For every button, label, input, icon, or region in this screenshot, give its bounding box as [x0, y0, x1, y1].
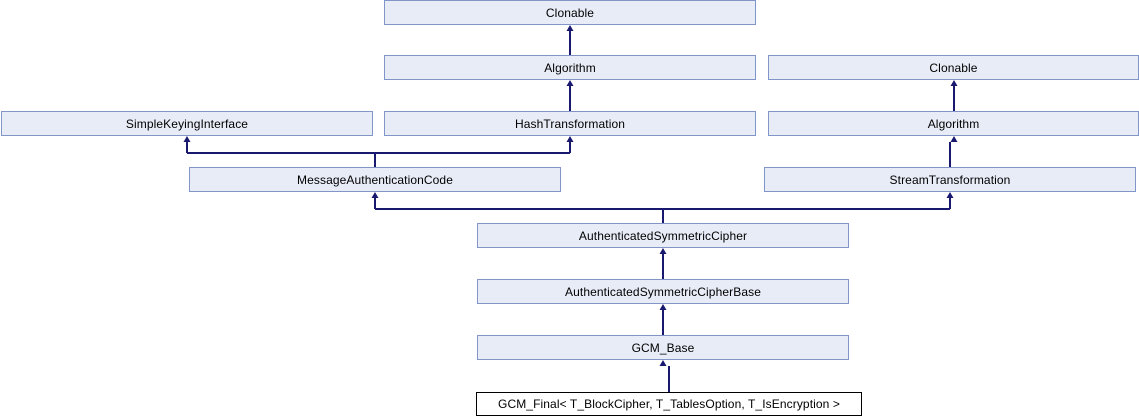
- class-node-asc[interactable]: AuthenticatedSymmetricCipher: [477, 223, 849, 248]
- class-node-label: StreamTransformation: [889, 172, 1011, 187]
- class-node-label: MessageAuthenticationCode: [297, 172, 453, 187]
- class-node-label: HashTransformation: [514, 116, 626, 131]
- class-node-gcmbase[interactable]: GCM_Base: [477, 335, 849, 360]
- class-node-algorithm_right[interactable]: Algorithm: [768, 111, 1139, 136]
- class-node-label: Algorithm: [927, 116, 980, 131]
- class-node-hashtransformation[interactable]: HashTransformation: [384, 111, 756, 136]
- class-node-label: Clonable: [929, 60, 978, 75]
- class-node-label: Clonable: [545, 5, 595, 20]
- class-node-ascbase[interactable]: AuthenticatedSymmetricCipherBase: [477, 279, 849, 304]
- class-node-clonable_right[interactable]: Clonable: [768, 55, 1139, 80]
- class-node-label: GCM_Base: [631, 340, 695, 355]
- class-node-label: GCM_Final< T_BlockCipher, T_TablesOption…: [498, 397, 840, 411]
- class-node-label: Algorithm: [544, 60, 596, 75]
- class-node-label: SimpleKeyingInterface: [125, 116, 249, 131]
- class-node-streamtransform[interactable]: StreamTransformation: [764, 167, 1136, 192]
- class-node-label: AuthenticatedSymmetricCipher: [578, 228, 748, 243]
- class-node-simplekeying[interactable]: SimpleKeyingInterface: [1, 111, 373, 136]
- class-node-label: AuthenticatedSymmetricCipherBase: [565, 284, 761, 299]
- class-node-gcmfinal[interactable]: GCM_Final< T_BlockCipher, T_TablesOption…: [476, 392, 862, 416]
- class-node-clonable_top[interactable]: Clonable: [384, 0, 756, 25]
- class-node-mac[interactable]: MessageAuthenticationCode: [189, 167, 561, 192]
- class-node-algorithm_left[interactable]: Algorithm: [384, 55, 756, 80]
